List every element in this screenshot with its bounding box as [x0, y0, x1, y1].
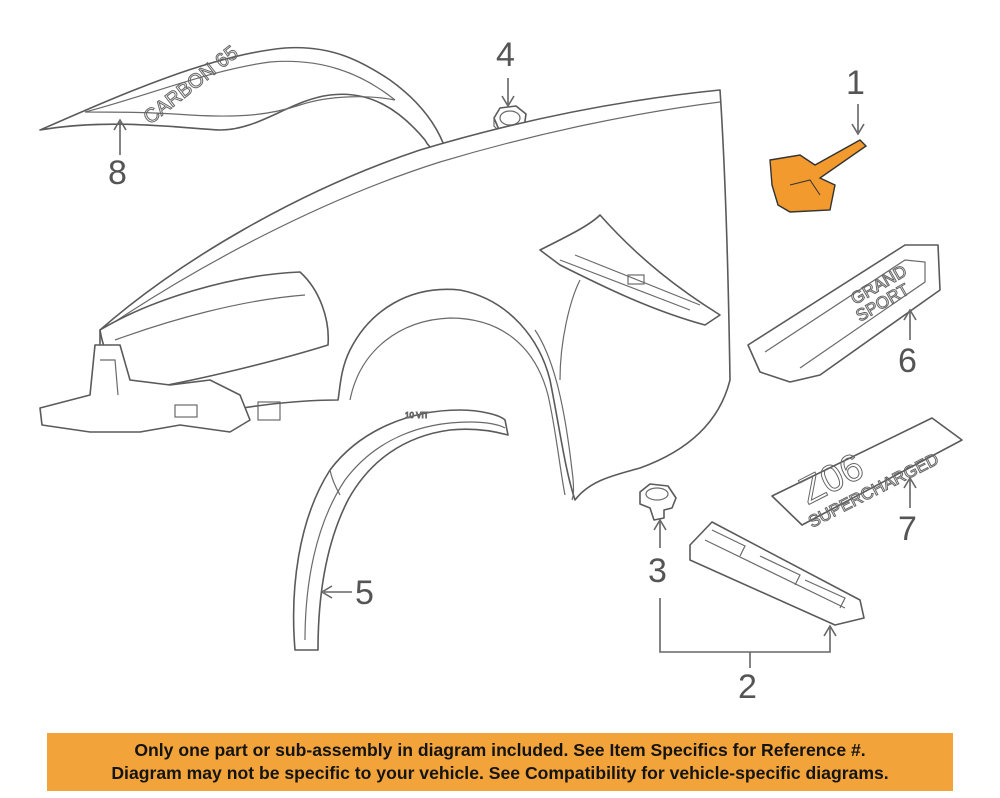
callout-3: 3: [648, 552, 667, 590]
part-2-side-badge[interactable]: [689, 521, 865, 626]
callout-2: 2: [738, 668, 757, 706]
fender-panel: [39, 89, 731, 501]
disclaimer-line-1: Only one part or sub-assembly in diagram…: [134, 740, 866, 760]
callout-6: 6: [898, 342, 917, 380]
part-3-clip[interactable]: [639, 483, 677, 521]
part-7-z06-supercharged-badge[interactable]: Z06 SUPERCHARGED: [771, 417, 963, 532]
part-6-grand-sport-badge[interactable]: GRAND SPORT: [747, 244, 941, 383]
part-5-wheel-arch-trim[interactable]: 10 VIT: [292, 409, 509, 651]
callout-7: 7: [898, 510, 917, 548]
callout-1: 1: [846, 64, 865, 102]
callout-8: 8: [108, 154, 127, 192]
disclaimer-line-2: Diagram may not be specific to your vehi…: [111, 763, 889, 783]
svg-text:10 VIT: 10 VIT: [405, 411, 429, 420]
part-1-emblem[interactable]: [769, 139, 868, 213]
part-8-carbon-65-stripe[interactable]: CARBON 65: [39, 41, 446, 151]
callout-4: 4: [496, 36, 515, 74]
callout-5: 5: [355, 574, 374, 612]
parts-diagram: CARBON 65 8 4 10 VIT: [39, 36, 963, 706]
disclaimer-banner: Only one part or sub-assembly in diagram…: [47, 733, 953, 791]
